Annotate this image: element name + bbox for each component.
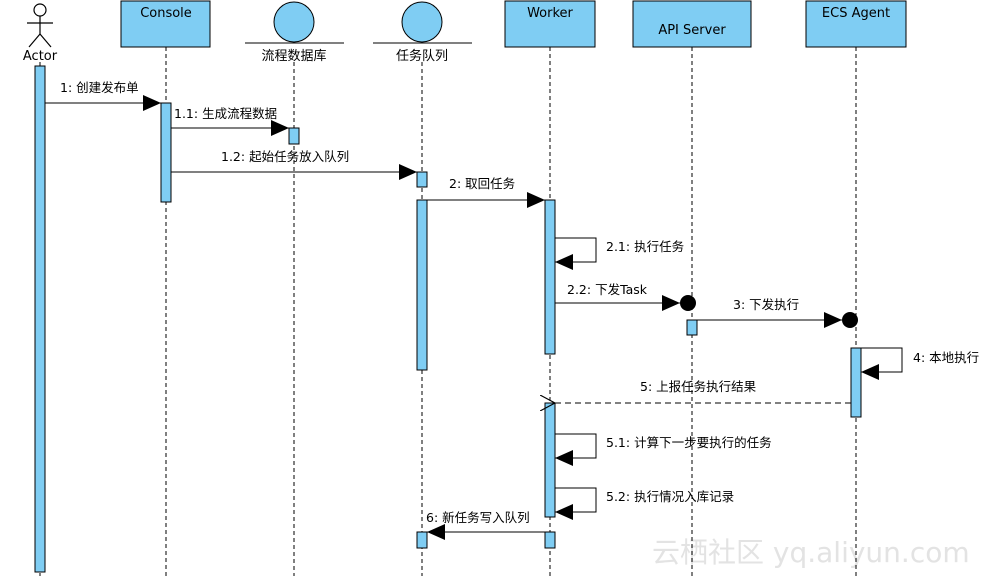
activation-task-queue-2 <box>416 199 428 371</box>
activation-api-server <box>686 319 698 336</box>
participant-label: API Server <box>658 23 726 38</box>
message-5-1-label: 5.1: 计算下一步要执行的任务 <box>606 435 772 450</box>
activation-ecs-agent <box>850 347 862 418</box>
messages <box>45 95 903 540</box>
message-2-2-label: 2.2: 下发Task <box>567 282 648 297</box>
watermark: 云栖社区 yq.aliyun.com <box>652 536 970 569</box>
message-3-label: 3: 下发执行 <box>733 297 799 312</box>
entity-icon <box>401 1 443 43</box>
participant-label: ECS Agent <box>822 6 890 21</box>
activation-task-queue-1 <box>416 171 428 188</box>
message-4-label: 4: 本地执行 <box>913 350 979 365</box>
participant-flow-db: 流程数据库 <box>245 1 344 64</box>
message-4-arrow <box>861 347 903 380</box>
activation-task-queue-3 <box>416 531 428 549</box>
entity-icon <box>273 1 315 43</box>
participant-console: Console <box>120 0 211 48</box>
participant-ecs-agent: ECS Agent <box>805 0 907 48</box>
message-5-1-arrow <box>555 433 597 466</box>
activation-worker-3 <box>544 531 556 549</box>
message-1-1-label: 1.1: 生成流程数据 <box>174 106 277 121</box>
participant-label: Worker <box>527 6 573 21</box>
message-5-label: 5: 上报任务执行结果 <box>640 379 757 394</box>
message-5-2-arrow <box>555 487 597 520</box>
actor-icon <box>27 3 53 48</box>
activation-worker-1 <box>544 199 556 355</box>
message-1-label: 1: 创建发布单 <box>60 80 139 95</box>
message-2-1-arrow <box>555 237 597 270</box>
endpoint-api-server <box>680 295 696 311</box>
message-5-2-label: 5.2: 执行情况入库记录 <box>606 489 734 504</box>
participant-label: 流程数据库 <box>261 48 326 64</box>
message-2-label: 2: 取回任务 <box>449 176 515 191</box>
activations <box>34 65 862 573</box>
participant-actor: Actor <box>23 3 58 64</box>
message-2-1-label: 2.1: 执行任务 <box>606 239 684 254</box>
activation-worker-2 <box>544 402 556 518</box>
activation-actor <box>34 65 46 573</box>
participant-api-server: API Server <box>632 0 752 48</box>
message-1-2-label: 1.2: 起始任务放入队列 <box>221 149 349 164</box>
participant-worker: Worker <box>504 0 596 48</box>
message-6-label: 6: 新任务写入队列 <box>426 510 530 525</box>
participant-task-queue: 任务队列 <box>373 1 472 64</box>
endpoint-ecs-agent <box>842 312 858 328</box>
participant-label: 任务队列 <box>396 48 448 64</box>
activation-flow-db <box>288 127 300 145</box>
participant-label: Actor <box>23 49 58 64</box>
participant-label: Console <box>140 6 192 21</box>
activation-console <box>160 102 172 203</box>
